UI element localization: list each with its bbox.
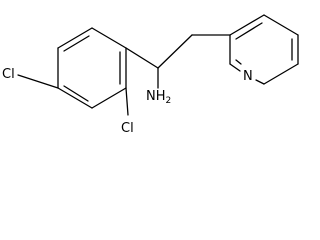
amine-label: NH bbox=[146, 89, 166, 104]
bond-ring-to-ch bbox=[125, 47, 159, 69]
double-bond-inner bbox=[235, 22, 263, 40]
double-bond-inner bbox=[63, 35, 90, 52]
pyridine-ring bbox=[229, 14, 299, 85]
bond bbox=[91, 27, 127, 49]
bond-to-cl-para bbox=[17, 74, 59, 89]
bond bbox=[57, 27, 93, 49]
double-bond-inner bbox=[63, 85, 89, 102]
chlorine-atom-para: Cl bbox=[2, 67, 15, 82]
double-bond-inner bbox=[235, 59, 242, 65]
bond bbox=[255, 79, 265, 85]
bond bbox=[229, 14, 265, 36]
chlorine-atom-ortho: Cl bbox=[121, 121, 134, 136]
bond bbox=[263, 63, 299, 85]
bond-ch-to-ch2 bbox=[157, 34, 193, 69]
molecule-drawing: Cl Cl N NH2 bbox=[2, 14, 299, 136]
bond bbox=[263, 14, 299, 36]
amine-group: NH2 bbox=[146, 89, 171, 106]
bond-to-cl-ortho bbox=[125, 87, 129, 116]
bond bbox=[57, 87, 93, 109]
pyridine-nitrogen: N bbox=[243, 69, 253, 84]
structure-canvas: Cl Cl N NH2 bbox=[2, 14, 299, 136]
bond bbox=[91, 87, 127, 109]
amine-subscript: 2 bbox=[166, 96, 172, 106]
dichlorophenyl-ring bbox=[57, 27, 127, 109]
bond bbox=[229, 63, 241, 72]
